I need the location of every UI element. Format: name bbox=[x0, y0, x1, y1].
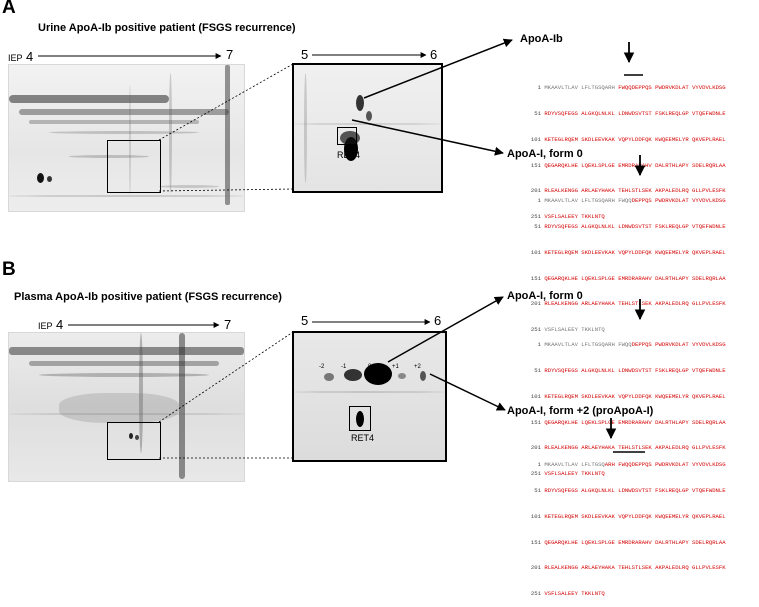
panel-a-connector-top bbox=[158, 63, 294, 141]
panel-a-region-box bbox=[107, 140, 161, 193]
panel-b-ret-label: RET4 bbox=[351, 433, 375, 443]
panel-a-title: Urine ApoA-Ib positive patient (FSGS rec… bbox=[38, 22, 296, 34]
panel-a-ret-label: RET4 bbox=[337, 150, 361, 160]
panel-b-zoom-end: 6 bbox=[434, 313, 442, 328]
panel-b-pointer-protein2 bbox=[429, 373, 506, 411]
panel-b-charge-0: 0 bbox=[368, 364, 372, 370]
panel-b-iep-end: 7 bbox=[224, 317, 232, 332]
panel-a-letter: A bbox=[2, 0, 16, 18]
panel-a-protein1-label: ApoA-Ib bbox=[520, 33, 563, 45]
panel-b-letter: B bbox=[2, 259, 16, 280]
panel-b-region-box bbox=[107, 422, 161, 460]
panel-a-iep-end: 7 bbox=[226, 47, 234, 62]
panel-a-iep-start: 4 bbox=[26, 49, 34, 64]
panel-a-pointer-protein2 bbox=[351, 119, 504, 156]
panel-b-gel-image bbox=[8, 332, 245, 482]
panel-b-connector-top bbox=[158, 331, 294, 423]
panel-a-connector-bottom bbox=[158, 188, 294, 192]
figure-annotations bbox=[38, 38, 646, 459]
panel-a-zoom-end: 6 bbox=[430, 47, 438, 62]
panel-b-ret-box bbox=[349, 406, 371, 431]
panel-a-gel-image bbox=[8, 64, 245, 212]
panel-b-sequence-1: 1 MKAAVLTLAV LFLTGSQARH FWQQDEPPQS PWDRV… bbox=[530, 341, 726, 478]
panel-b-protein1-label: ApoA-I, form 0 bbox=[507, 290, 583, 302]
panel-b-iep-start: 4 bbox=[56, 317, 64, 332]
panel-a-sequence-2: 1 MKAAVLTLAV LFLTGSQARH FWQQDEPPQS PWDRV… bbox=[530, 197, 726, 334]
panel-b-charge-m1: -1 bbox=[341, 364, 347, 370]
panel-b-charge-p2: +2 bbox=[414, 364, 421, 370]
panel-b-zoom-gel bbox=[292, 331, 447, 462]
panel-a-iep-label: IEP bbox=[8, 53, 23, 63]
panel-a-sequence-1: 1 MKAAVLTLAV LFLTGSQARH FWQQDEPPQS PWDRV… bbox=[530, 84, 726, 221]
panel-b-iep-label: IEP bbox=[38, 321, 53, 331]
panel-b-protein2-label: ApoA-I, form +2 (proApoA-I) bbox=[507, 405, 654, 417]
panel-a-pointer-protein1 bbox=[363, 38, 513, 99]
panel-b-pointer-protein1 bbox=[387, 296, 504, 363]
panel-a-zoom-start: 5 bbox=[301, 47, 309, 62]
panel-b-title: Plasma ApoA-Ib positive patient (FSGS re… bbox=[14, 291, 282, 303]
panel-a-zoom-gel bbox=[292, 63, 443, 193]
panel-b-zoom-start: 5 bbox=[301, 313, 309, 328]
panel-a-ret-box bbox=[337, 127, 357, 145]
panel-b-charge-m2: -2 bbox=[319, 364, 325, 370]
panel-a-protein2-label: ApoA-I, form 0 bbox=[507, 148, 583, 160]
panel-b-charge-p1: +1 bbox=[392, 364, 399, 370]
